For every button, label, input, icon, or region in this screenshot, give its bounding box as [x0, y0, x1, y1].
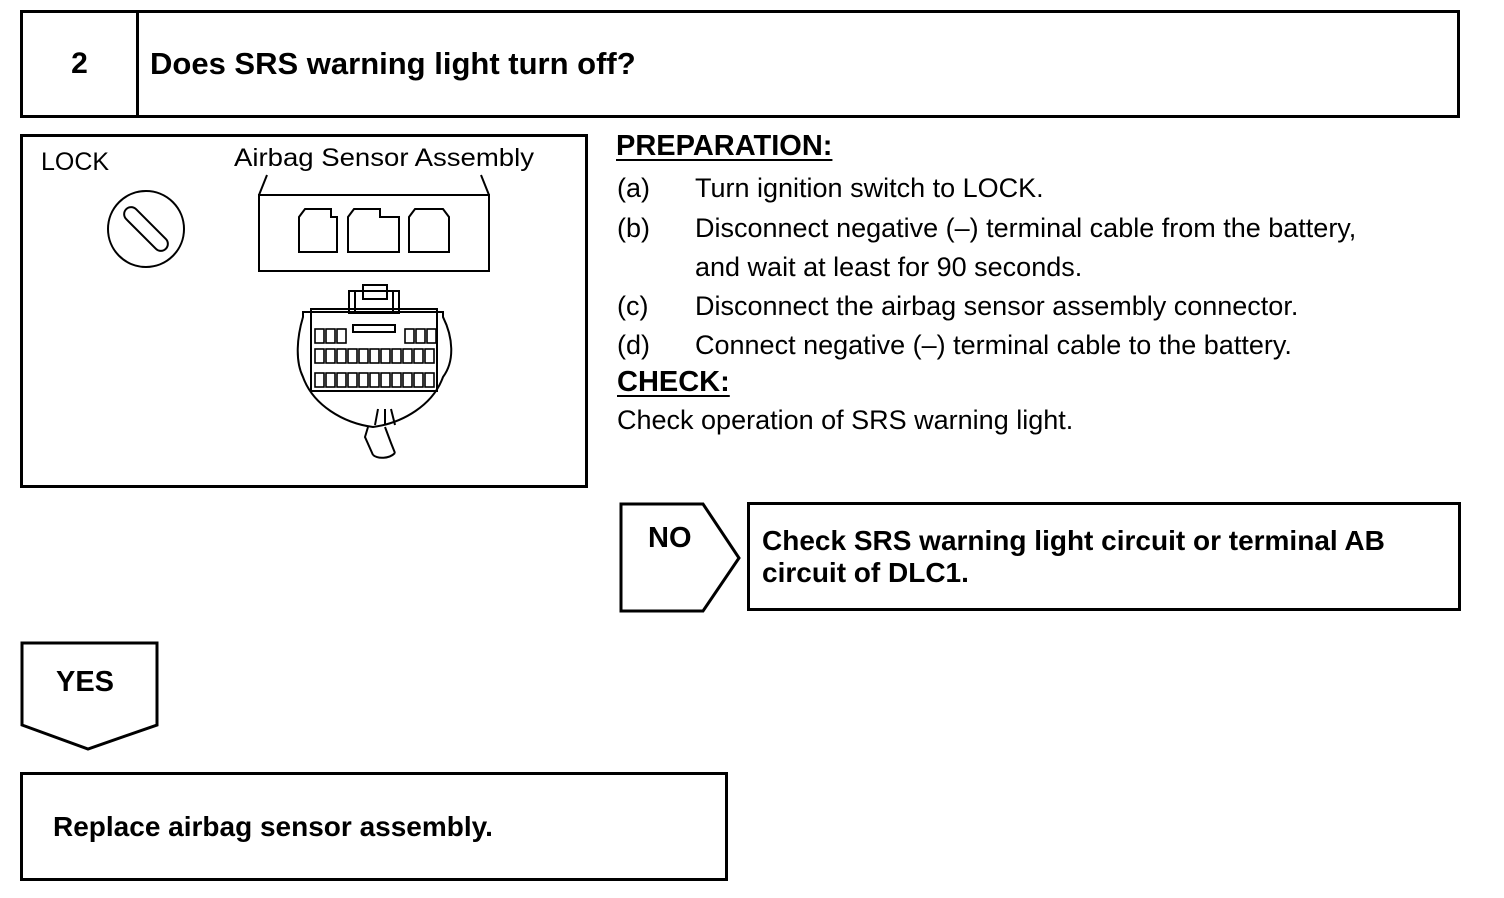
yes-result-box: Replace airbag sensor assembly. — [20, 772, 728, 881]
check-heading: CHECK: — [617, 366, 730, 398]
step-label: (d) — [617, 330, 650, 360]
no-result-box: Check SRS warning light circuit or termi… — [747, 502, 1461, 611]
illustration-panel: LOCK Airbag Sensor Assembly — [20, 134, 588, 488]
step-text: Turn ignition switch to LOCK. — [695, 173, 1044, 203]
step-header: 2 Does SRS warning light turn off? — [20, 10, 1460, 118]
ignition-key-lock-icon — [107, 190, 185, 268]
lock-label: LOCK — [41, 148, 109, 176]
no-arrow-shape — [619, 502, 741, 613]
step-number: 2 — [23, 13, 139, 115]
no-label: NO — [648, 522, 692, 554]
step-text: Disconnect the airbag sensor assembly co… — [695, 291, 1299, 321]
yes-arrow-shape — [20, 641, 159, 751]
airbag-sensor-connector-icon — [258, 174, 490, 272]
yes-label: YES — [56, 666, 115, 698]
step-text: and wait at least for 90 seconds. — [695, 252, 1083, 282]
check-text: Check operation of SRS warning light. — [617, 405, 1074, 435]
step-label: (a) — [617, 173, 650, 203]
step-question: Does SRS warning light turn off? — [150, 46, 636, 81]
step-label: (b) — [617, 213, 650, 243]
preparation-heading: PREPARATION: — [616, 130, 833, 162]
step-label: (c) — [617, 291, 649, 321]
step-text: Disconnect negative (–) terminal cable f… — [695, 213, 1357, 243]
wire-harness-connector-icon — [296, 284, 453, 459]
sensor-label: Airbag Sensor Assembly — [234, 144, 535, 172]
yes-result-text: Replace airbag sensor assembly. — [53, 810, 493, 842]
step-text: Connect negative (–) terminal cable to t… — [695, 330, 1292, 360]
no-result-text: Check SRS warning light circuit or termi… — [762, 525, 1385, 588]
